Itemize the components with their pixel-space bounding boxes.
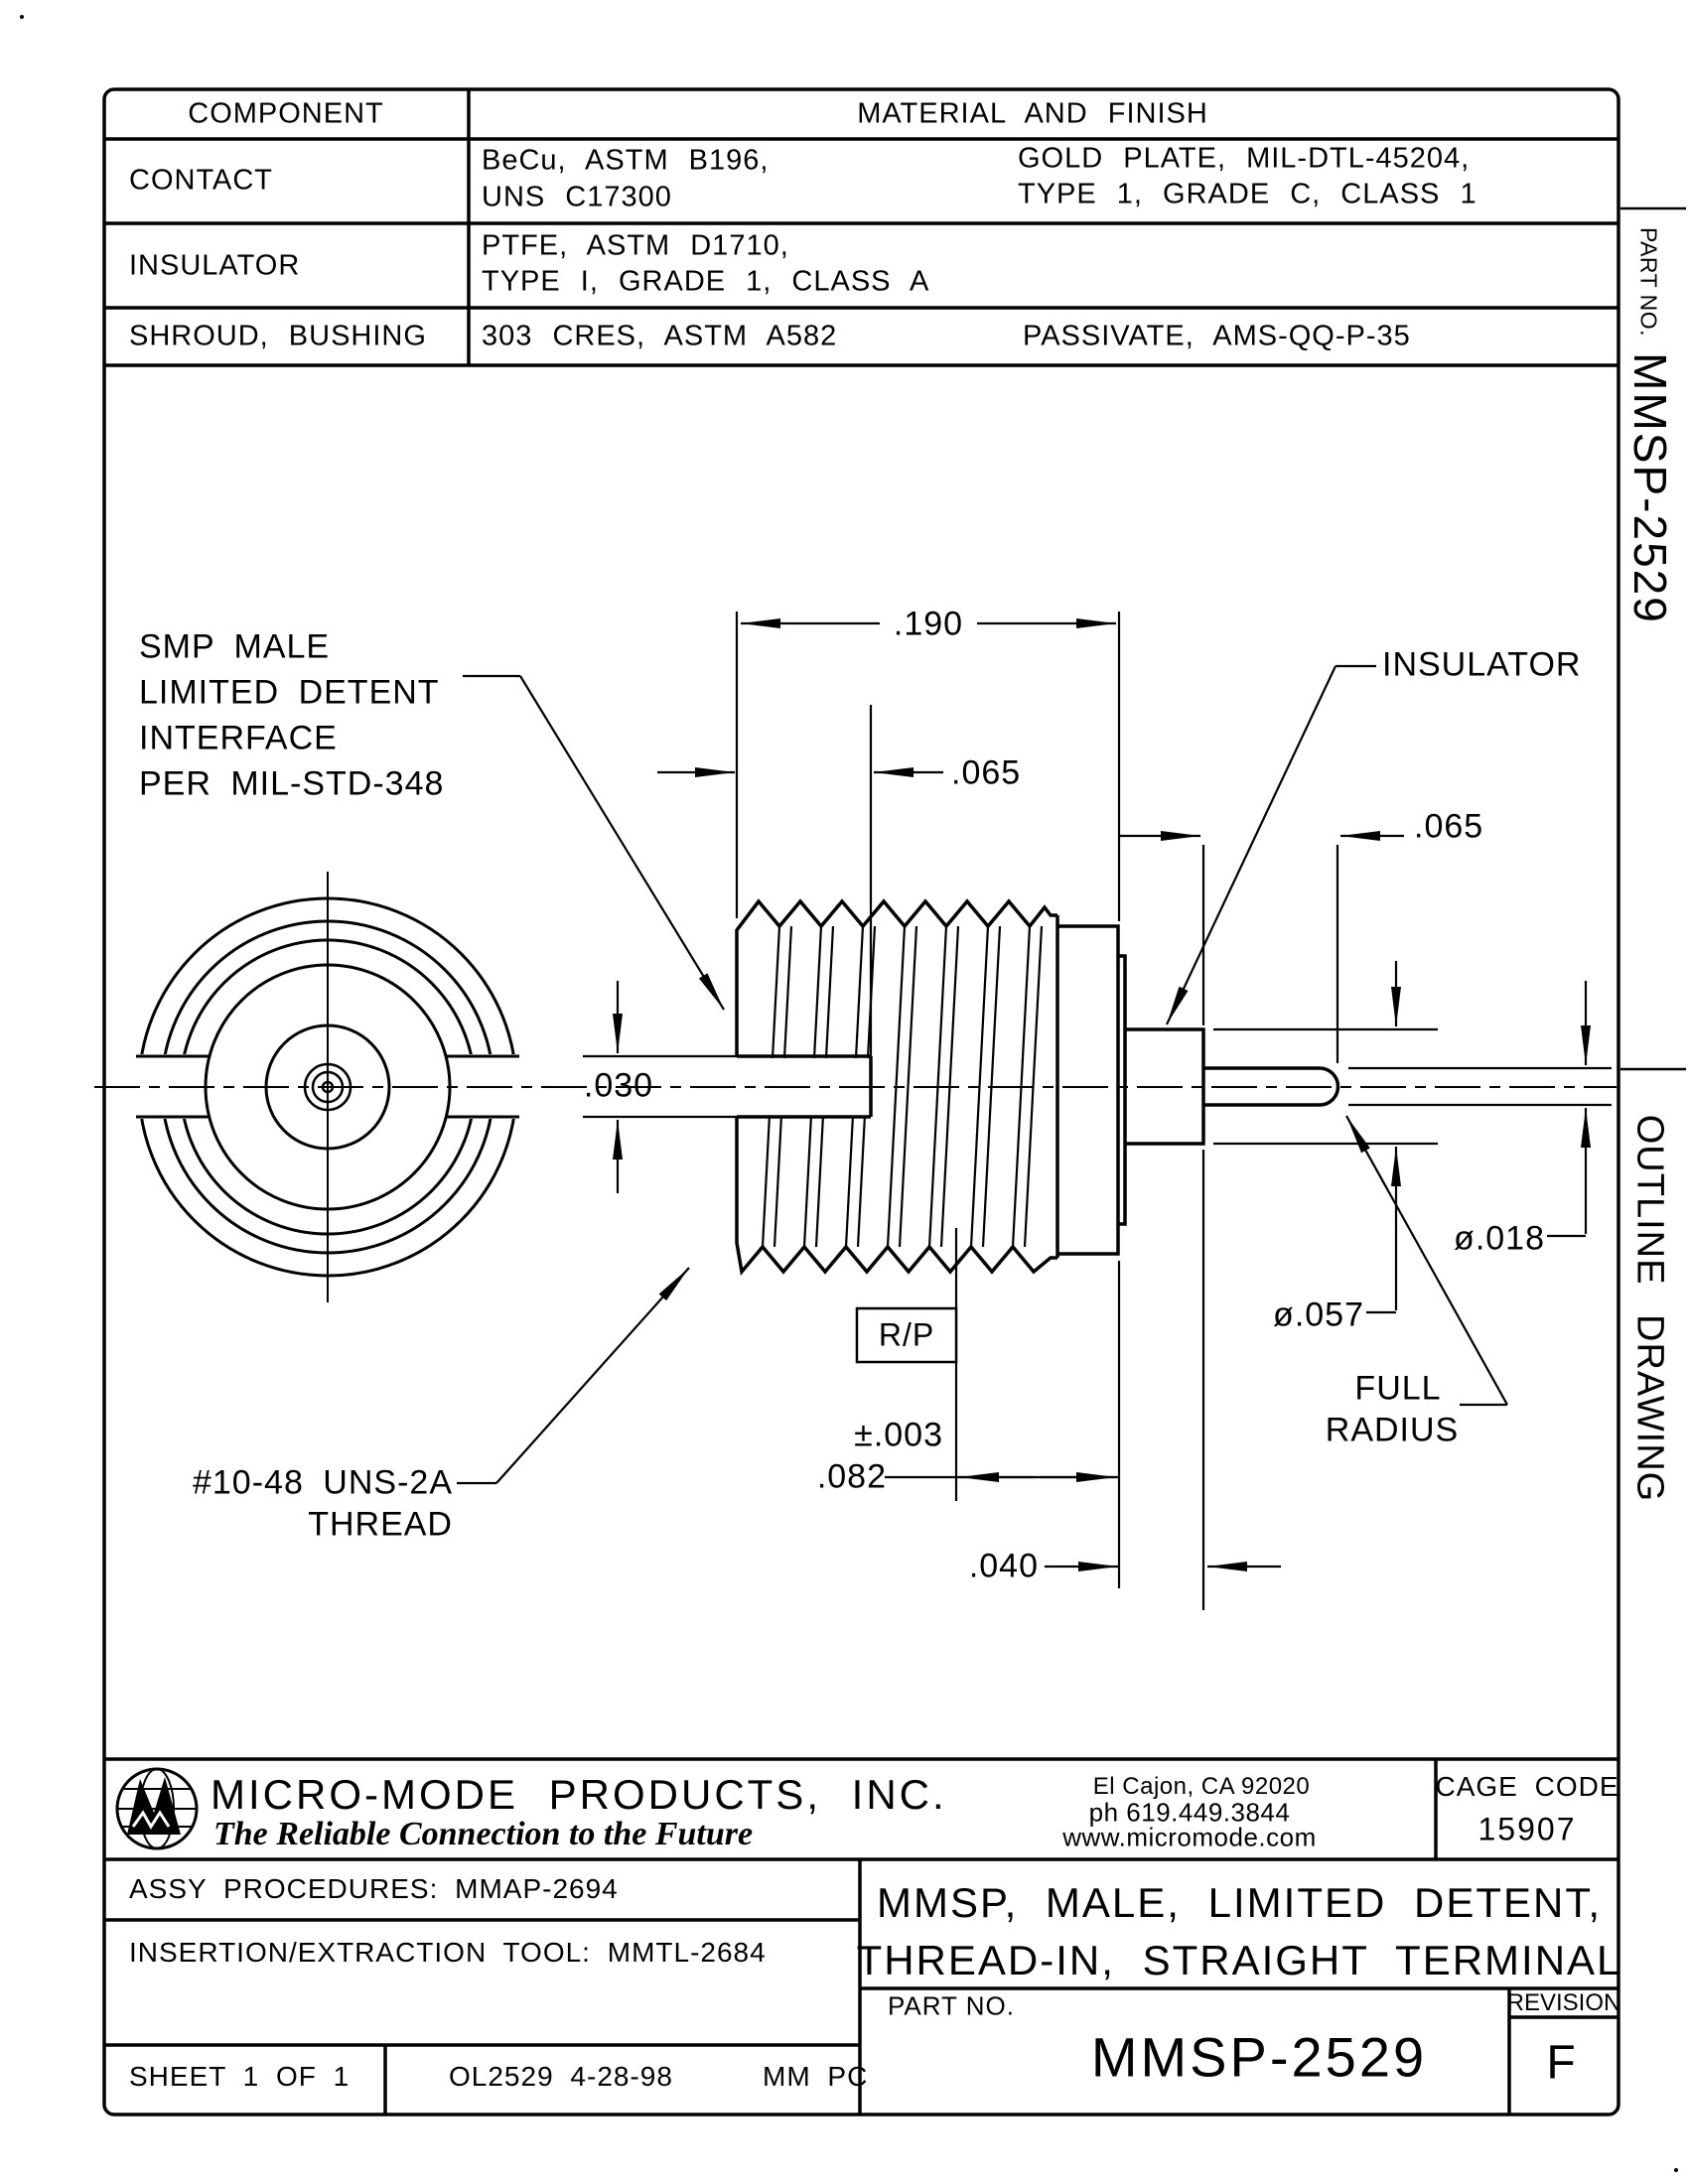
- cage-code-value: 15907: [1477, 1811, 1577, 1847]
- assy-procedures: ASSY PROCEDURES: MMAP-2694: [129, 1873, 619, 1904]
- micro-mode-logo: [115, 1767, 199, 1850]
- scan-speck: [20, 15, 24, 19]
- row-shroud-name: SHROUD, BUSHING: [129, 320, 427, 352]
- sheet-number: SHEET 1 OF 1: [129, 2061, 351, 2092]
- smp-label-2: LIMITED DETENT: [139, 673, 440, 712]
- insertion-extraction-tool: INSERTION/EXTRACTION TOOL: MMTL-2684: [129, 1937, 767, 1968]
- dim-tolerance: ±.003: [854, 1416, 943, 1454]
- smp-label-4: PER MIL-STD-348: [139, 764, 445, 803]
- table-header-component: COMPONENT: [188, 97, 384, 130]
- dim-040: .040: [968, 1547, 1039, 1585]
- thread-outline: [735, 898, 1340, 1277]
- rp-flag-label: R/P: [878, 1316, 935, 1353]
- row-shroud-finish-1: PASSIVATE, AMS-QQ-P-35: [1023, 320, 1411, 352]
- dim-190: .190: [893, 605, 964, 643]
- dim-065-left: .065: [951, 753, 1022, 792]
- row-insulator-name: INSULATOR: [129, 249, 301, 282]
- margin-ticks: [1620, 206, 1686, 1071]
- row-shroud-material-1: 303 CRES, ASTM A582: [482, 320, 838, 352]
- insulator-label: INSULATOR: [1382, 645, 1582, 684]
- table-header-material: MATERIAL AND FINISH: [857, 97, 1208, 130]
- part-no-label: PART NO.: [888, 1990, 1015, 2021]
- margin-part-no: MMSP-2529: [1624, 352, 1676, 624]
- company-name: MICRO-MODE PRODUCTS, INC.: [211, 1771, 947, 1818]
- revision-label: REVISION: [1506, 1989, 1621, 2016]
- smp-label-3: INTERFACE: [139, 719, 338, 757]
- row-insulator-material-2: TYPE I, GRADE 1, CLASS A: [482, 265, 930, 298]
- interface-slot-flats: [136, 1054, 519, 1119]
- part-no-value: MMSP-2529: [1090, 2025, 1428, 2089]
- row-contact-finish-2: TYPE 1, GRADE C, CLASS 1: [1018, 178, 1477, 210]
- row-contact-material-2: UNS C17300: [482, 181, 672, 213]
- full-radius-label-1: FULL: [1354, 1369, 1442, 1408]
- address-line-3: www.micromode.com: [1062, 1822, 1317, 1852]
- dim-082: .082: [816, 1457, 887, 1496]
- row-contact-material-1: BeCu, ASTM B196,: [482, 144, 770, 177]
- dim-018: ø.018: [1454, 1219, 1545, 1258]
- thread-label-2: THREAD: [308, 1505, 453, 1544]
- full-radius-label-2: RADIUS: [1325, 1411, 1460, 1449]
- dim-030: .030: [583, 1066, 654, 1105]
- revision-value: F: [1546, 2036, 1576, 2090]
- margin-part-no-label: PART NO.: [1635, 226, 1662, 338]
- dim-057: ø.057: [1273, 1296, 1364, 1334]
- row-insulator-material-1: PTFE, ASTM D1710,: [482, 229, 789, 262]
- dimension-arrows: [495, 618, 1591, 1571]
- cage-code-label: CAGE CODE: [1435, 1771, 1619, 1802]
- titleblock-lines: [104, 1757, 1618, 2115]
- doc-initials: MM PC: [763, 2061, 869, 2092]
- drawing-title-2: THREAD-IN, STRAIGHT TERMINAL: [856, 1937, 1622, 1983]
- doc-number-date: OL2529 4-28-98: [449, 2061, 673, 2092]
- row-contact-finish-1: GOLD PLATE, MIL-DTL-45204,: [1018, 142, 1471, 175]
- address-line-2: ph 619.449.3844: [1088, 1797, 1291, 1828]
- rp-flag-box: [855, 1306, 958, 1364]
- extension-lines: [457, 612, 1612, 1610]
- row-contact-name: CONTACT: [129, 164, 274, 197]
- address-line-1: El Cajon, CA 92020: [1092, 1773, 1311, 1800]
- scan-speck: [1674, 2168, 1678, 2172]
- margin-outline-drawing: OUTLINE DRAWING: [1628, 1114, 1671, 1503]
- company-tagline: The Reliable Connection to the Future: [213, 1816, 754, 1852]
- drawing-title-1: MMSP, MALE, LIMITED DETENT,: [877, 1879, 1602, 1926]
- dim-065-right: .065: [1414, 807, 1484, 846]
- smp-label-1: SMP MALE: [139, 627, 331, 666]
- thread-label-1: #10-48 UNS-2A: [192, 1463, 453, 1502]
